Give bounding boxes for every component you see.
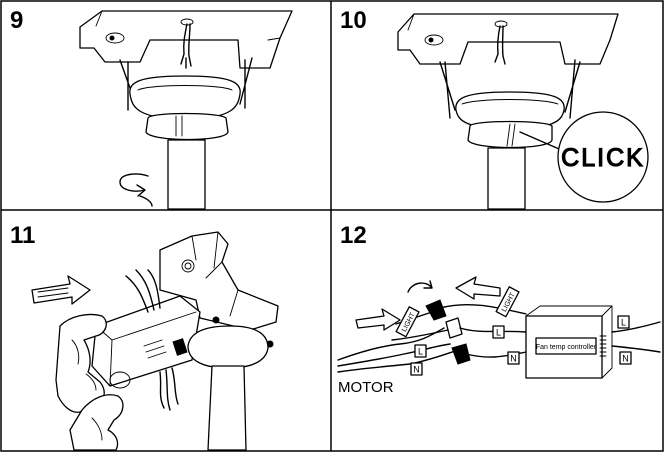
panel-11: 11 bbox=[10, 222, 279, 451]
ceiling-wires bbox=[180, 23, 192, 69]
step-number-10: 10 bbox=[340, 7, 367, 34]
step-number-12: 12 bbox=[340, 222, 367, 249]
left-hand bbox=[55, 313, 107, 413]
step-number-11: 11 bbox=[10, 222, 35, 249]
wire-nut-2 bbox=[445, 317, 463, 339]
push-arrow-icon bbox=[31, 275, 91, 305]
wire-tag-l-1 bbox=[414, 344, 427, 358]
svg-text:L: L bbox=[621, 318, 626, 328]
wire-nut-1 bbox=[425, 299, 447, 321]
thumb bbox=[109, 371, 131, 389]
screw-slot bbox=[105, 32, 125, 44]
coupling-collar-10 bbox=[467, 120, 553, 149]
downrod-11 bbox=[207, 365, 247, 451]
wire-tag-l-3 bbox=[617, 315, 630, 329]
push-arrow-right-icon bbox=[455, 276, 501, 300]
wire-nut-3 bbox=[451, 343, 471, 365]
svg-text:N: N bbox=[622, 354, 629, 364]
svg-text:N: N bbox=[510, 354, 517, 364]
svg-text:N: N bbox=[413, 365, 420, 375]
wire-tag-l-2 bbox=[492, 325, 505, 339]
bracket-hole bbox=[181, 259, 195, 273]
right-hand bbox=[69, 394, 124, 451]
panel-10: 10 CLICK bbox=[340, 7, 649, 210]
twist-arrow-icon bbox=[407, 280, 433, 293]
click-callout-text: CLICK bbox=[561, 144, 645, 172]
screw-left bbox=[212, 316, 220, 324]
wire-tag-group: L N L N L N bbox=[410, 315, 632, 376]
motor-label: MOTOR bbox=[338, 379, 394, 396]
step-number-9: 9 bbox=[10, 7, 23, 34]
motor-wires bbox=[337, 327, 459, 373]
downrod bbox=[167, 139, 206, 210]
light-tag-1: LIGHT bbox=[395, 306, 420, 338]
svg-text:L: L bbox=[496, 328, 501, 338]
coupling-collar bbox=[145, 112, 229, 141]
rotate-arrow-icon bbox=[119, 173, 149, 197]
click-callout-bubble bbox=[557, 111, 649, 203]
switch-housing-box bbox=[91, 295, 201, 387]
panel-9: 9 bbox=[10, 7, 293, 210]
wire-tag-n-3 bbox=[619, 351, 632, 365]
downrod-10 bbox=[487, 147, 526, 210]
controller-label: Fan temp controller bbox=[536, 344, 597, 351]
push-arrow-left-icon bbox=[355, 308, 401, 331]
canopy bbox=[187, 325, 269, 369]
panel-12: 12 Fan temp controller L N L bbox=[337, 222, 661, 396]
wire-tag-n-2 bbox=[507, 351, 520, 365]
wire-tag-n-1 bbox=[410, 362, 423, 376]
svg-text:L: L bbox=[418, 347, 423, 357]
